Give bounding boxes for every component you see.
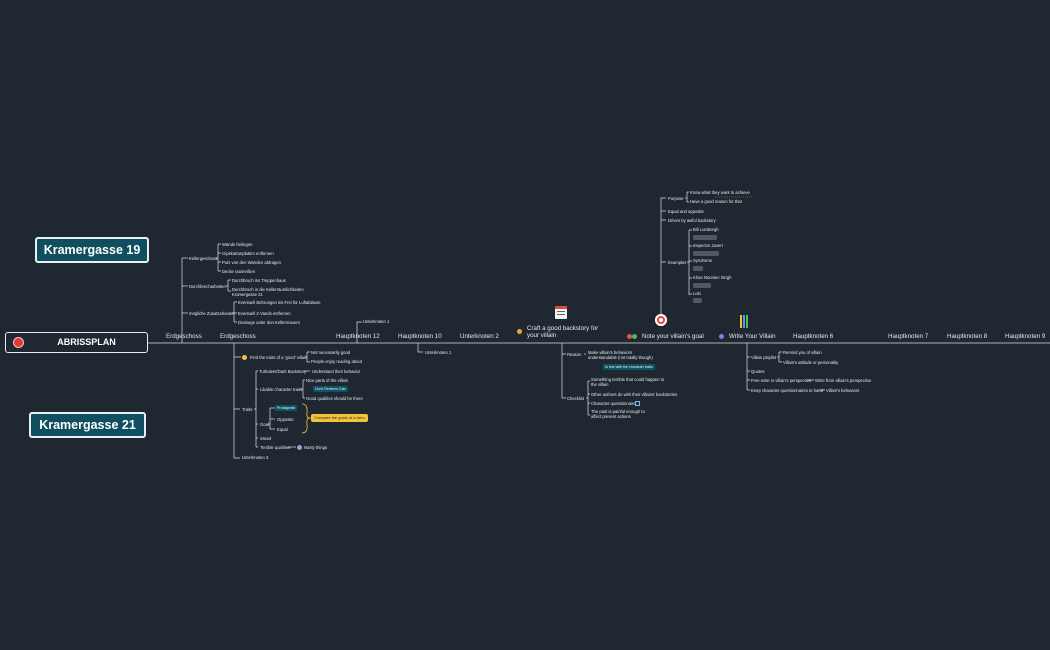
branch-hauptknoten-7[interactable]: Hauptknoten 7 (888, 333, 929, 340)
node-loki[interactable]: Loki (693, 291, 701, 296)
node-durchbrecharbeiten[interactable]: Durchbrecharbeiten (189, 284, 226, 289)
root-label: ABRISSPLAN (57, 337, 116, 347)
node-driven-backstory[interactable]: Driven by awful backstory (668, 218, 716, 223)
node-equal[interactable]: Equal (277, 427, 288, 432)
branch-erdgeschoss-2[interactable]: Erdgeschoss (220, 333, 256, 340)
branch-unterknoten-2[interactable]: Unterknoten 2 (460, 333, 499, 340)
label-protagonist[interactable]: Protagonist (275, 405, 298, 411)
checklist-icon (555, 306, 567, 319)
branch-hauptknoten-8[interactable]: Hauptknoten 8 (947, 333, 988, 340)
node-remind-villain[interactable]: Remind you of villain (783, 350, 822, 355)
external-link-icon[interactable] (635, 401, 640, 406)
node-past-painful[interactable]: The past is painful enough to affect pre… (591, 409, 645, 419)
node-good-qualities[interactable]: Good qualities should be there (306, 396, 363, 401)
node-smart[interactable]: Smart (260, 436, 272, 441)
branch-write-villain[interactable]: Write Your Villain (729, 333, 776, 340)
red-bullet-icon (627, 334, 632, 339)
node-villain-attitude[interactable]: Villain's attitude or personality (783, 360, 839, 365)
branch-note-villain-goal[interactable]: Note your villain's goal (642, 333, 704, 340)
image-placeholder-5 (693, 298, 702, 303)
node-find-traits[interactable]: Find the traits of a 'good' villain (250, 355, 308, 360)
image-placeholder-2 (693, 251, 719, 256)
node-terrible-qualities[interactable]: Terrible qualities (260, 445, 291, 450)
node-make-understandable[interactable]: Make villain's behaviors understandable … (588, 350, 653, 360)
node-durchbruch-keller[interactable]: Durchbruch in die Kellerräumlichkeiten K… (232, 287, 304, 297)
node-not-necessarily-good[interactable]: Not necessarily good (311, 350, 351, 355)
branch-craft-backstory[interactable]: Craft a good backstory for your villain (527, 325, 599, 339)
floating-topic-kramergasse-19[interactable]: Kramergasse 19 (35, 237, 149, 263)
yellow-bullet-icon (242, 355, 247, 360)
node-purpose[interactable]: Purpose (668, 196, 684, 201)
node-gipskarton[interactable]: Gipskartonplatten entfernen (222, 251, 274, 256)
node-waende-freilegen[interactable]: Wände freilegen (222, 242, 253, 247)
branch-hauptknoten-9[interactable]: Hauptknoten 9 (1005, 333, 1046, 340)
node-putz[interactable]: Putz von den Wänden abtragen (222, 260, 281, 265)
target-icon (655, 314, 667, 326)
node-syndrome[interactable]: Syndrome (693, 258, 713, 263)
node-free-write[interactable]: Free write in villain's perspective (751, 378, 812, 383)
image-placeholder-1 (693, 235, 717, 240)
node-understand-behavior[interactable]: Understand their behavior (312, 369, 361, 374)
blue-bullet-icon (719, 334, 724, 339)
branch-hauptknoten-12[interactable]: Hauptknoten 12 (336, 333, 380, 340)
node-good-reason[interactable]: Have a good reason for that (690, 199, 742, 204)
root-topic[interactable]: ABRISSPLAN (5, 332, 148, 353)
node-nice-parts[interactable]: Nice parts of the villain (306, 378, 349, 383)
node-nasty-things[interactable]: Nasty things (304, 445, 328, 450)
branch-hauptknoten-10[interactable]: Hauptknoten 10 (398, 333, 442, 340)
orange-bullet-icon (517, 329, 522, 334)
node-durchbruch-treppenhaus[interactable]: Durchbruch ins Treppenhaus (232, 278, 286, 283)
node-villain-playlist[interactable]: Villain playlist (751, 355, 777, 360)
node-zusatzarbeiten[interactable]: mögliche Zusatzarbeiten (189, 311, 235, 316)
node-villain-behaviors[interactable]: Villain's behaviors (826, 388, 860, 393)
branch-hauptknoten-6[interactable]: Hauptknoten 6 (793, 333, 834, 340)
node-something-terrible[interactable]: Something terrible that could happen to … (591, 377, 665, 387)
node-unterknoten-1-below[interactable]: Unterknoten 1 (425, 350, 452, 355)
node-traits[interactable]: Traits (242, 407, 253, 412)
pencils-icon (740, 315, 749, 328)
node-quotes[interactable]: Quotes (751, 369, 765, 374)
branch-erdgeschoss-1[interactable]: Erdgeschoss (166, 333, 202, 340)
node-goal[interactable]: Goal (260, 422, 269, 427)
record-icon (13, 337, 24, 348)
floating-topic-kramergasse-21[interactable]: Kramergasse 21 (29, 412, 146, 438)
image-placeholder-4 (693, 283, 711, 288)
node-bohrungen[interactable]: Eventuell Bohrungen ins Frei für Luftabl… (238, 300, 321, 305)
node-drainage[interactable]: Drainage unter den Kellermauern (238, 320, 300, 325)
purple-bullet-icon (297, 445, 302, 450)
image-placeholder-3 (693, 266, 703, 271)
node-equal-opposite[interactable]: Equal and opposite (668, 209, 704, 214)
label-in-line-traits[interactable]: In line with the character traits (603, 364, 655, 370)
node-reason[interactable]: Reason (567, 352, 582, 357)
node-khan[interactable]: Khan Noonien Singh (693, 275, 732, 280)
node-bill-lumbergh[interactable]: Bill Lumbergh (693, 227, 719, 232)
node-keep-questionnaires[interactable]: Keep character questionnaires to hand (751, 388, 823, 393)
label-dont-redeem[interactable]: Don't Redeem Calc (313, 386, 349, 392)
node-turbulent-backstory[interactable]: Turbulent/Dark Backstory (259, 369, 307, 374)
callout-compare-goals[interactable]: Compare the goals of a hero (311, 414, 368, 422)
node-opposite[interactable]: Opposite (277, 417, 294, 422)
node-people-enjoy[interactable]: People enjoy reading about (311, 359, 362, 364)
node-inspector-javert[interactable]: Inspector Javert (693, 243, 723, 248)
node-kellergeschoss[interactable]: Kellergeschoss (189, 256, 218, 261)
node-decke[interactable]: Decke rausreißen (222, 269, 256, 274)
node-unterknoten-3[interactable]: Unterknoten 3 (242, 455, 269, 460)
node-write-perspective[interactable]: Write from villain's perspective (815, 378, 872, 383)
node-character-questionnaire[interactable]: Character questionnaire (591, 401, 636, 406)
node-likable-traits[interactable]: Likable character traits (260, 387, 303, 392)
node-know-achieve[interactable]: Know what they want to achieve (690, 190, 750, 195)
node-other-authors[interactable]: Other authors do with their villains' ba… (591, 392, 678, 397)
node-examples[interactable]: Examples (668, 260, 687, 265)
green-bullet-icon (632, 334, 637, 339)
node-vands[interactable]: Eventuell 2-Vands entfernen (238, 311, 291, 316)
node-unterknoten-1-above[interactable]: Unterknoten 1 (363, 319, 390, 324)
node-checklist[interactable]: Checklist (567, 396, 584, 401)
